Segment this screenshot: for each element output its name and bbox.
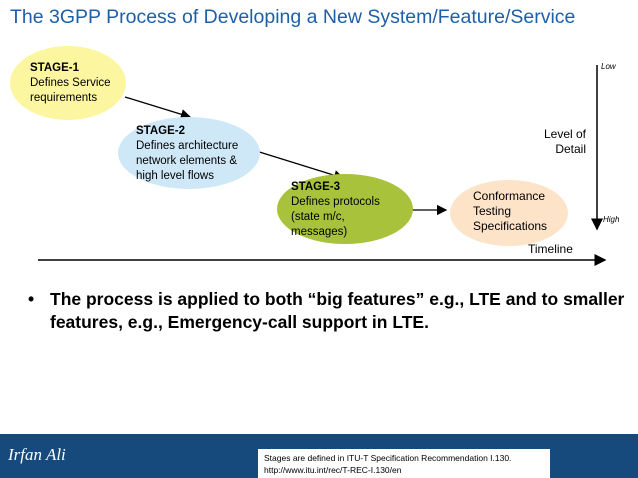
- stage1-title: STAGE-1: [30, 62, 79, 74]
- bullet-marker: •: [28, 289, 35, 309]
- stage1-ellipse: [10, 46, 126, 120]
- detail-low-label: Low: [601, 62, 616, 71]
- stage2-line3: high level flows: [136, 170, 214, 182]
- stage2-line2: network elements &: [136, 155, 237, 167]
- stage1-text: STAGE-1 Defines Service requirements: [30, 61, 111, 106]
- bullet-text: The process is applied to both “big feat…: [50, 289, 625, 332]
- stage3-text: STAGE-3 Defines protocols (state m/c, me…: [291, 180, 380, 240]
- stage1-line1: Defines Service: [30, 77, 111, 89]
- arrow-stage1-to-stage2: [124, 96, 192, 120]
- stage2-title: STAGE-2: [136, 125, 185, 137]
- conformance-ellipse: [450, 180, 568, 246]
- level-of-detail-label: Level of Detail: [520, 127, 586, 157]
- stage3-line2: (state m/c,: [291, 211, 345, 223]
- stage1-line2: requirements: [30, 92, 98, 104]
- stage2-ellipse: [118, 117, 260, 189]
- level-of-detail-line1: Level of: [543, 127, 586, 141]
- stage3-ellipse: [277, 174, 413, 244]
- slide-title: The 3GPP Process of Developing a New Sys…: [10, 6, 576, 28]
- footer-reference-note: Stages are defined in ITU-T Specificatio…: [258, 449, 550, 478]
- conformance-line1: Conformance: [473, 189, 546, 203]
- timeline-label: Timeline: [528, 242, 573, 256]
- footer-author: Irfan Ali: [8, 445, 66, 464]
- reference-line1: Stages are defined in ITU-T Specificatio…: [264, 453, 512, 463]
- level-of-detail-line2: Detail: [555, 142, 586, 156]
- conformance-line2: Testing: [473, 204, 512, 218]
- bullet-point: • The process is applied to both “big fe…: [28, 288, 628, 334]
- conformance-line3: Specifications: [473, 219, 548, 233]
- reference-url: http://www.itu.int/rec/T-REC-I.130/en: [264, 465, 402, 475]
- stage3-line1: Defines protocols: [291, 196, 380, 208]
- stage3-title: STAGE-3: [291, 181, 340, 193]
- conformance-text: Conformance Testing Specifications: [473, 189, 547, 234]
- stage2-line1: Defines architecture: [136, 140, 239, 152]
- detail-high-label: High: [603, 215, 620, 224]
- stage3-line3: messages): [291, 226, 348, 238]
- stage2-text: STAGE-2 Defines architecture network ele…: [136, 124, 238, 184]
